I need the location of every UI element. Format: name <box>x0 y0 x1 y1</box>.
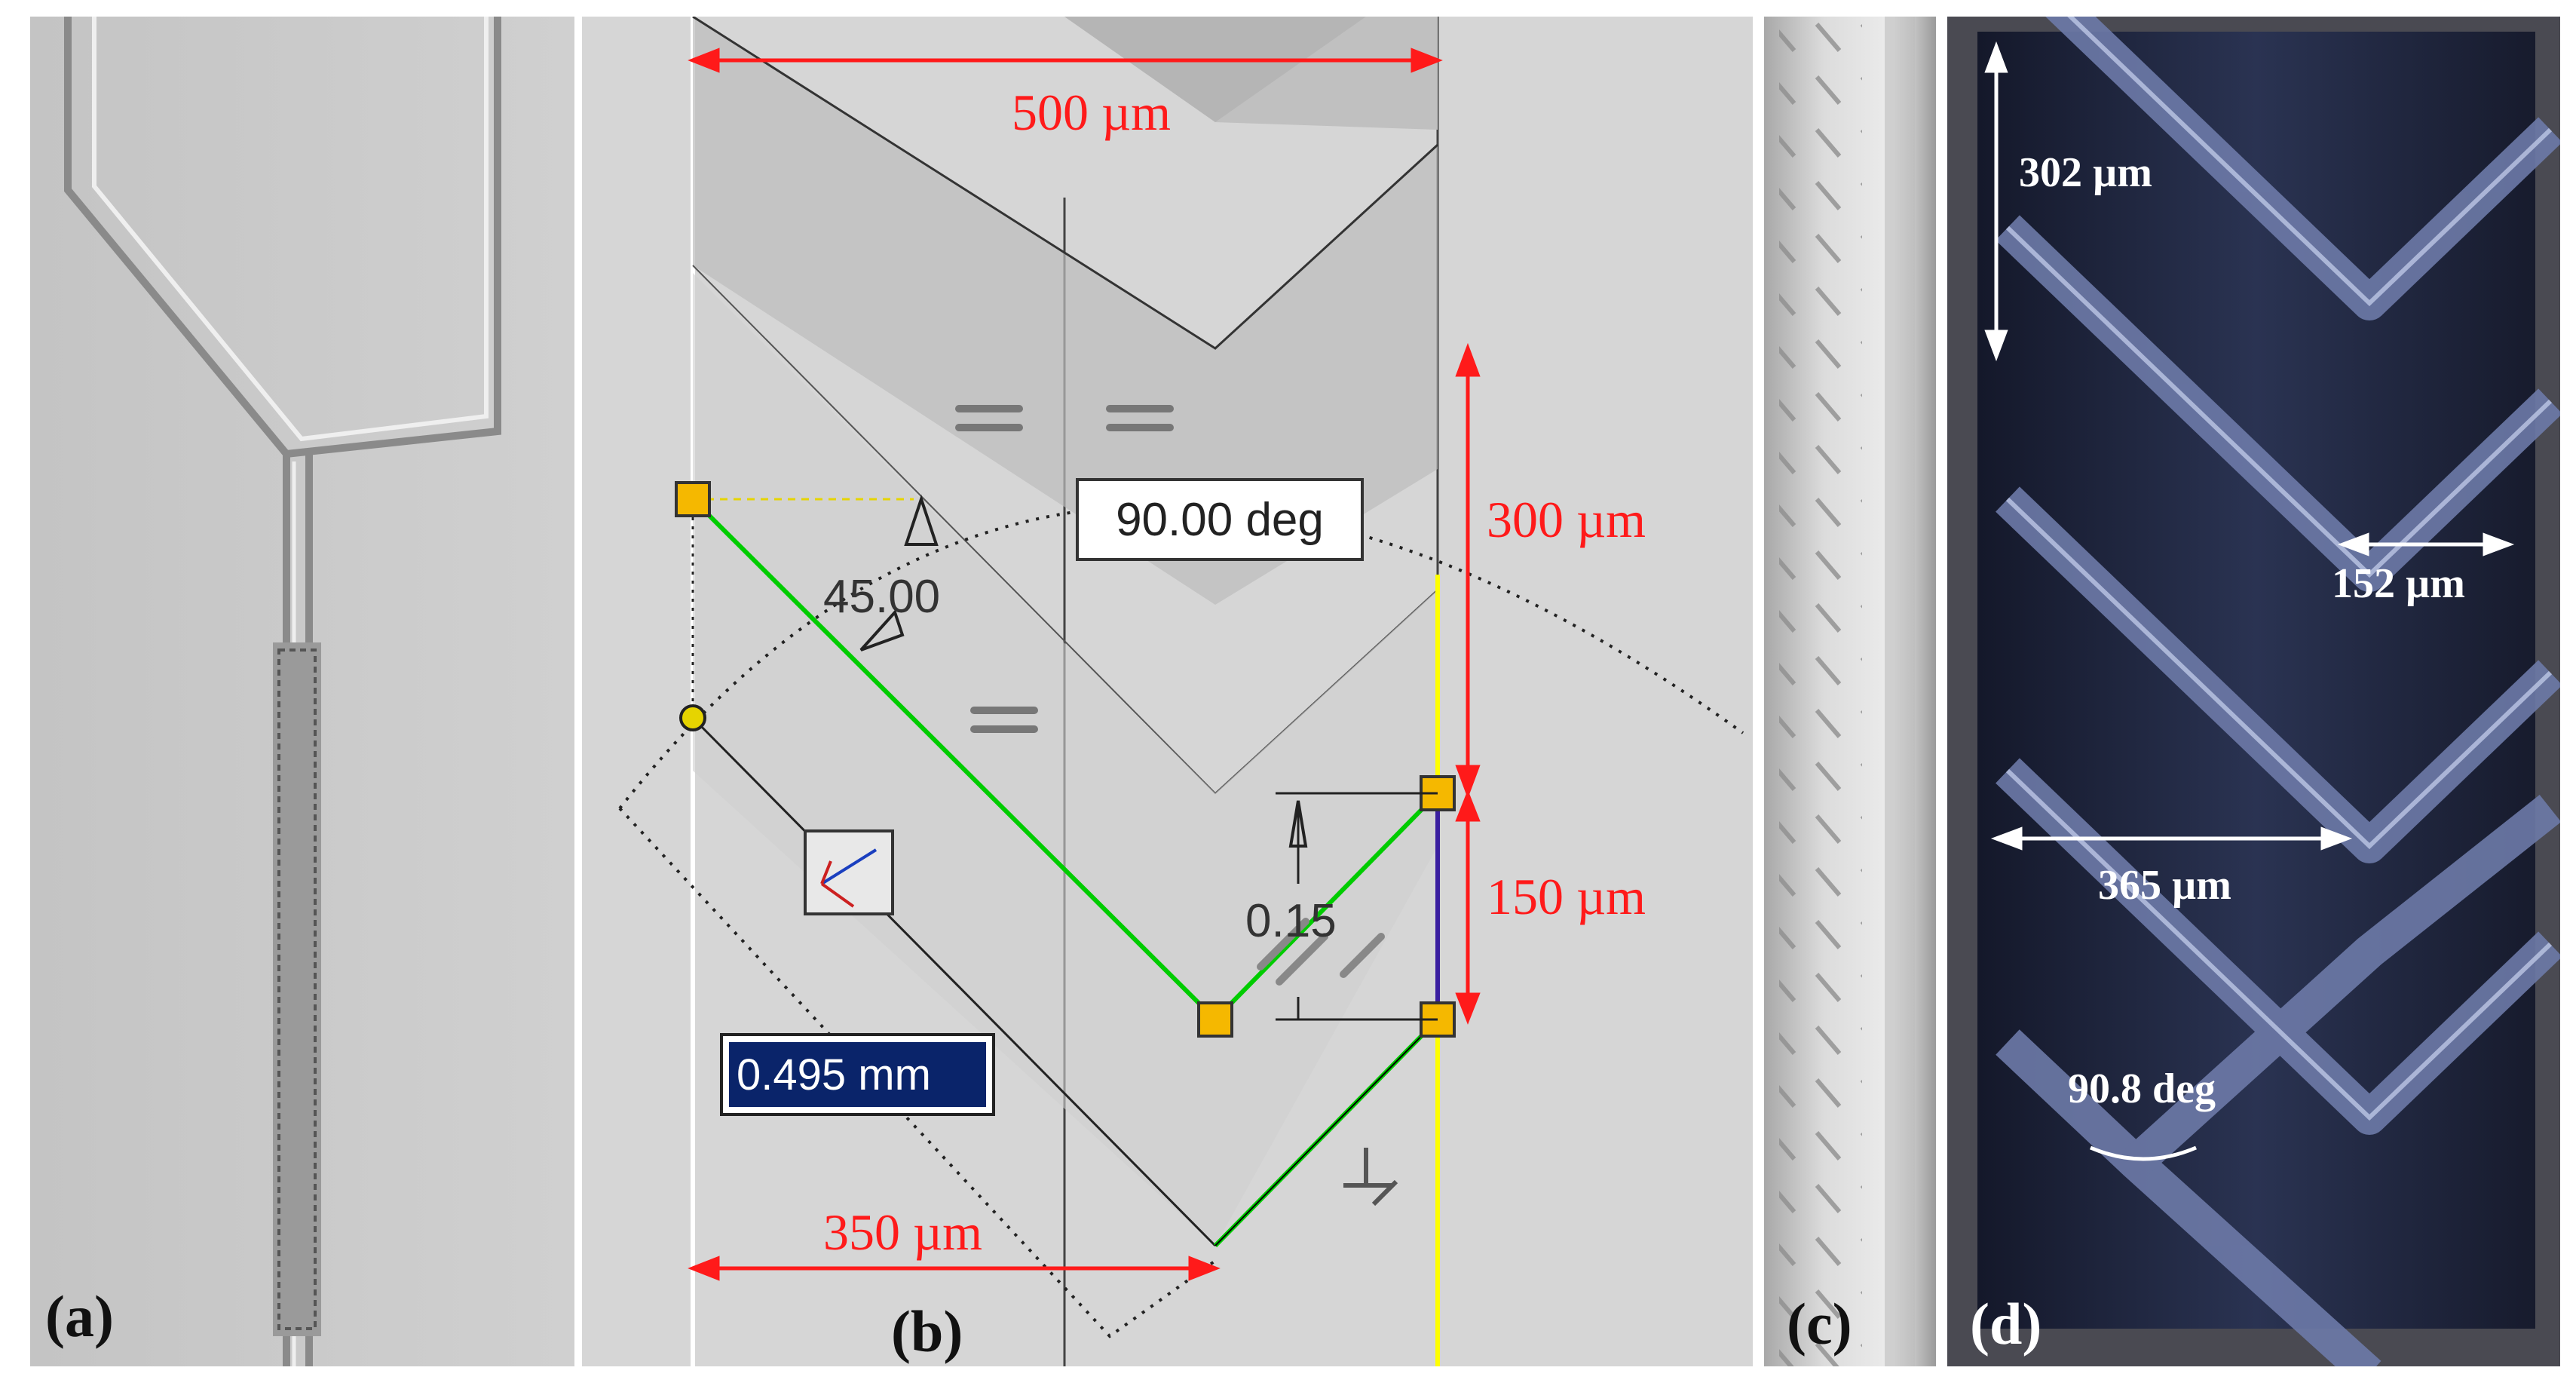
panel-c: (c) <box>1764 17 1936 1366</box>
dim-channel-width: 365 µm <box>2098 862 2231 909</box>
parallel-constraint-icon <box>955 405 1174 733</box>
dim-pitch: 302 µm <box>2019 149 2152 196</box>
panel-a-label: (a) <box>45 1283 114 1349</box>
panel-d-label: (d) <box>1970 1291 2042 1357</box>
dim-bottom-width: 350 µm <box>823 1203 982 1261</box>
panel-d: 302 µm 152 µm 365 µm 90.8 deg (d) <box>1947 17 2560 1366</box>
perpendicular-constraint-icon <box>1343 1148 1398 1207</box>
dim-right-upper: 300 µm <box>1487 491 1646 548</box>
panel-b-sketch <box>582 17 1753 1366</box>
panel-b: 500 µm 300 µm 150 µm 350 µm 45.00 0.15 (… <box>582 17 1753 1366</box>
offset-value: 0.15 <box>1245 895 1337 947</box>
sketch-point[interactable] <box>1197 1001 1233 1038</box>
dim-groove-depth: 152 µm <box>2332 560 2465 607</box>
dim-right-lower: 150 µm <box>1487 868 1646 925</box>
angle-tool-icon[interactable] <box>804 829 894 915</box>
panel-c-label: (c) <box>1787 1291 1852 1357</box>
photo-dimension-arrows <box>1984 41 2515 1161</box>
panel-c-image: (c) <box>1764 17 1936 1366</box>
coincident-constraint-icon <box>1257 918 1385 986</box>
angle-display-text: 90.00 deg <box>1116 493 1324 546</box>
svg-text:(a): (a) <box>45 1283 114 1349</box>
angle-value: 45.00 <box>823 571 940 623</box>
mixer-segment <box>273 642 321 1336</box>
dim-top-width: 500 µm <box>1012 84 1171 141</box>
length-input-value: 0.495 mm <box>729 1042 986 1107</box>
dim-angle: 90.8 deg <box>2068 1065 2216 1112</box>
panel-b-annotations: 500 µm 300 µm 150 µm 350 µm 45.00 0.15 (… <box>823 84 1646 1364</box>
angle-display-box[interactable]: 90.00 deg <box>1076 478 1364 561</box>
length-input-field[interactable]: 0.495 mm <box>720 1033 995 1116</box>
origin-point[interactable] <box>679 704 706 731</box>
dimension-arrows <box>688 48 1481 1281</box>
panel-b-label: (b) <box>891 1298 963 1364</box>
sketch-point[interactable] <box>675 481 711 517</box>
panel-a-drawing <box>30 17 574 1366</box>
panel-a <box>30 17 574 1366</box>
panel-d-image: 302 µm 152 µm 365 µm 90.8 deg (d) <box>1947 17 2560 1366</box>
